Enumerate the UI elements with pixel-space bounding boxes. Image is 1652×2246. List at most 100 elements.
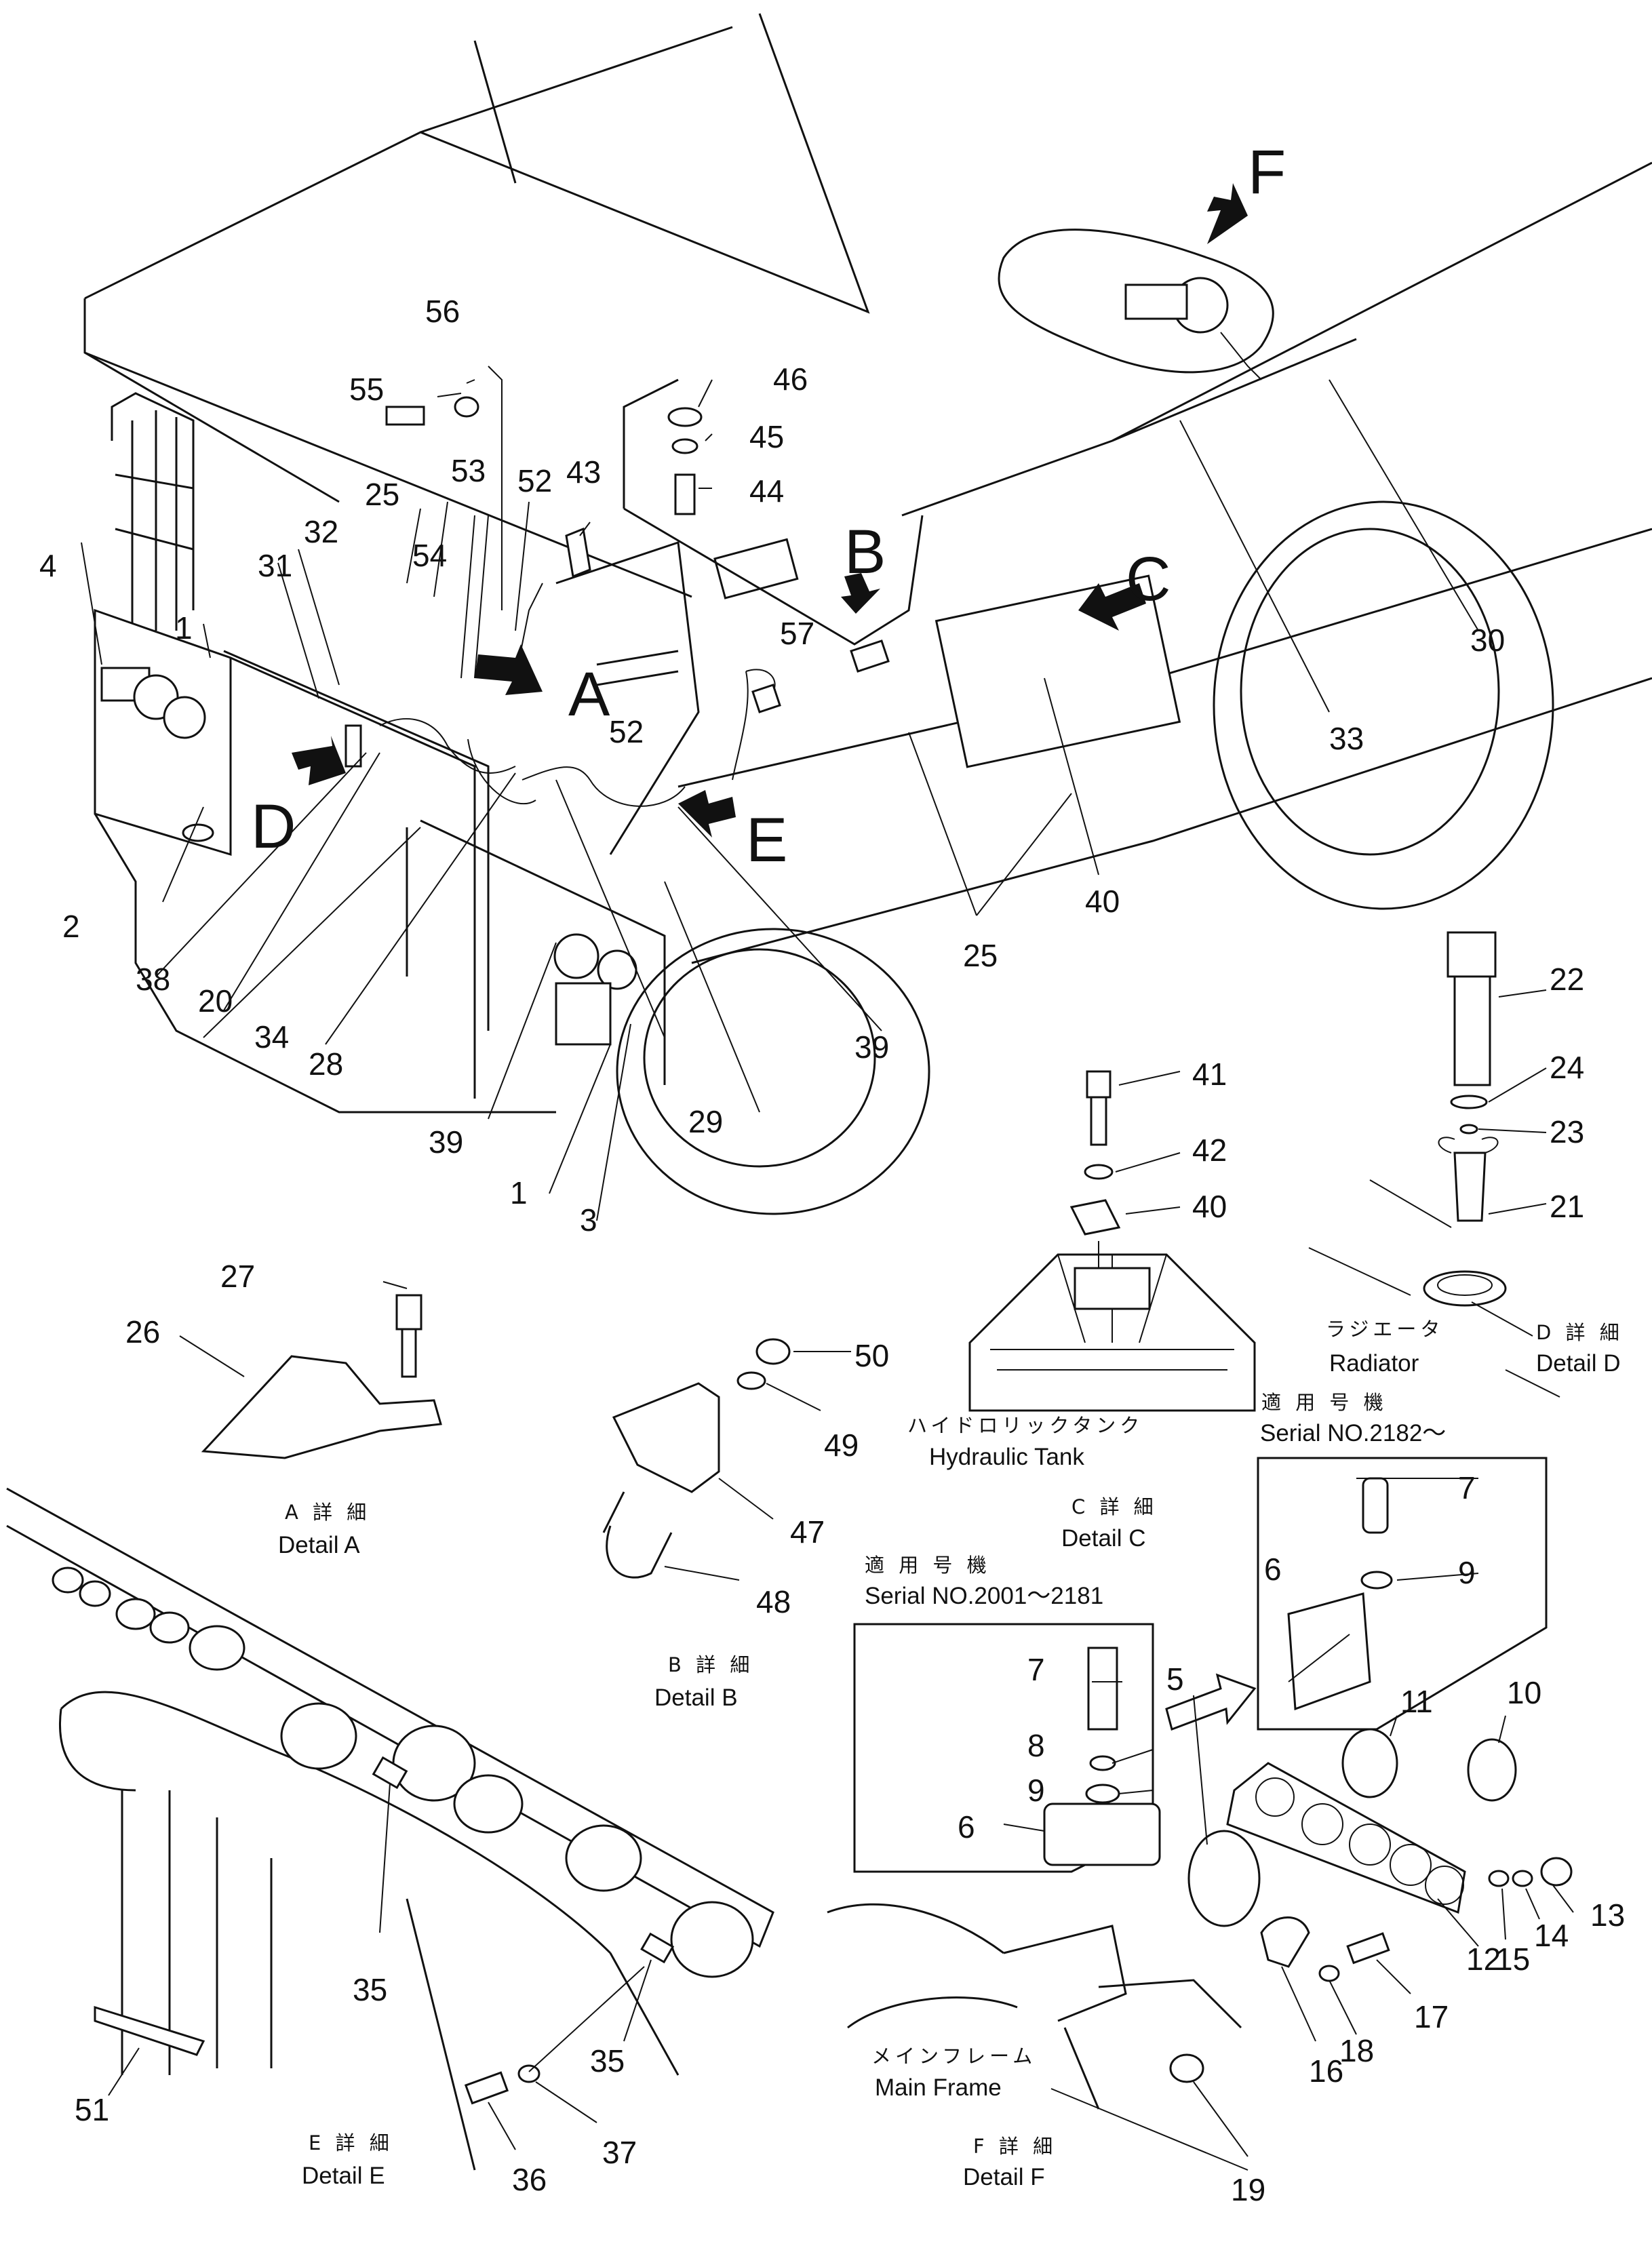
- rear-light-cable: [1220, 332, 1262, 380]
- callout-17: 17: [1414, 1999, 1449, 2034]
- cab-front-panel: [94, 608, 556, 1114]
- washer-56: [454, 396, 479, 418]
- callout-20: 20: [198, 983, 233, 1019]
- detail-a-jp: A 詳 細: [285, 1501, 370, 1524]
- lamp-11: [1341, 1728, 1398, 1798]
- leader-b: [664, 1351, 851, 1581]
- callout-30: 30: [1470, 623, 1505, 658]
- washer-37: [517, 2064, 540, 2083]
- callout-40a: 40: [1085, 884, 1120, 919]
- detail-d-en: Detail D: [1536, 1350, 1620, 1377]
- detail-e-en: Detail E: [302, 2163, 385, 2189]
- tank-ribs: [990, 1254, 1234, 1371]
- callout-41: 41: [1192, 1057, 1227, 1092]
- callout-27: 27: [220, 1259, 255, 1294]
- lamp-10: [1467, 1738, 1517, 1802]
- rear-tire-rim: [1240, 528, 1500, 856]
- callout-7b: 7: [1027, 1652, 1045, 1687]
- leader-lines-main: [81, 366, 1479, 1221]
- arrow-F: [1207, 183, 1248, 244]
- washer-46: [667, 407, 703, 427]
- detail-a-en: Detail A: [278, 1532, 360, 1558]
- callout-51: 51: [75, 2092, 109, 2127]
- washer-49: [736, 1371, 766, 1390]
- bolt-41-shank: [1090, 1096, 1107, 1146]
- arrow-A: [475, 644, 543, 695]
- arrow-C: [1078, 583, 1146, 631]
- clamp-40: [1069, 1199, 1121, 1236]
- leader-26: [179, 1281, 408, 1377]
- letter-C: C: [1126, 545, 1171, 614]
- headlight-left-inner: [163, 696, 206, 739]
- callout-29: 29: [688, 1104, 723, 1139]
- callout-31: 31: [258, 548, 292, 583]
- callout-1: 1: [175, 610, 193, 646]
- detail-b-jp: B 詳 細: [668, 1653, 753, 1676]
- bolt-7-new: [1362, 1477, 1389, 1534]
- arrow-D: [292, 736, 346, 785]
- callout-22: 22: [1550, 962, 1584, 997]
- front-tire: [616, 928, 930, 1215]
- oring-23: [1459, 1124, 1478, 1135]
- rear-light-bracket: [1124, 283, 1188, 320]
- lockwasher-45: [671, 438, 699, 454]
- wire-harness-main: [379, 583, 776, 807]
- detail-c-jp: C 詳 細: [1071, 1495, 1158, 1518]
- detail-f-en: Detail F: [963, 2164, 1045, 2190]
- front-tire-rim: [643, 948, 876, 1168]
- callout-38: 38: [136, 962, 170, 997]
- hydraulic-tank-outline: [935, 574, 1181, 768]
- detail-a: [179, 1281, 442, 1459]
- serial-new-jp: 適 用 号 機: [1261, 1391, 1388, 1414]
- callout-3: 3: [580, 1202, 597, 1238]
- leader-f: [1003, 1478, 1574, 2171]
- callout-13: 13: [1590, 1897, 1625, 1933]
- ubolt-48: [602, 1491, 673, 1579]
- serial-new-box: [1257, 1457, 1548, 1731]
- washer-15: [1488, 1870, 1510, 1887]
- callout-5: 5: [1166, 1661, 1184, 1697]
- washer-42: [1084, 1164, 1114, 1180]
- callout-52b: 52: [609, 714, 644, 749]
- dump-body-canopy: [83, 13, 870, 598]
- detail-f-jp: F 詳 細: [973, 2135, 1057, 2158]
- oring-24: [1450, 1095, 1488, 1109]
- letter-D: D: [251, 792, 296, 861]
- bracket-47: [612, 1382, 720, 1493]
- callout-53: 53: [451, 453, 486, 488]
- detail-b-en: Detail B: [654, 1684, 738, 1711]
- detail-f: [827, 1457, 1574, 2171]
- callout-1b: 1: [510, 1175, 528, 1210]
- detail-b: [602, 1338, 851, 1581]
- lamp-panel-12: [1226, 1762, 1466, 1914]
- tank-cap: [1074, 1267, 1151, 1310]
- callout-46: 46: [773, 361, 808, 397]
- dashboard-panel: [6, 1487, 774, 1948]
- main-frame-bracket: [827, 1903, 1242, 2110]
- callout-45: 45: [749, 419, 784, 454]
- callout-49: 49: [824, 1427, 859, 1463]
- callout-35b: 35: [590, 2043, 625, 2078]
- main-frame-jp: メインフレーム: [871, 2045, 1036, 2068]
- sensor-cap-22: [1447, 931, 1497, 978]
- bolt-55: [385, 406, 425, 426]
- callout-34: 34: [254, 1019, 289, 1055]
- clip-57: [751, 684, 781, 713]
- callout-numbers: 1 2 3 4 1 5 6 6 7 7 8 9 9 10 11 12 13 14…: [39, 294, 1625, 2207]
- bolt-36: [464, 2071, 509, 2105]
- clip-35a: [372, 1756, 408, 1790]
- callout-7a: 7: [1458, 1470, 1476, 1505]
- bolt-17: [1346, 1932, 1390, 1965]
- callout-16: 16: [1309, 2053, 1343, 2089]
- arrow-E: [678, 790, 736, 838]
- detail-c: [968, 1070, 1256, 1412]
- switch-16: [1260, 1916, 1310, 1968]
- bolt-44: [674, 473, 696, 515]
- bolt-41: [1086, 1070, 1112, 1099]
- callout-19: 19: [1231, 2172, 1265, 2207]
- radiator-en: Radiator: [1329, 1350, 1419, 1377]
- detail-d-jp: D 詳 細: [1536, 1321, 1624, 1344]
- rear-tire: [1213, 500, 1554, 910]
- detail-letters: A B C D E F: [251, 138, 1286, 875]
